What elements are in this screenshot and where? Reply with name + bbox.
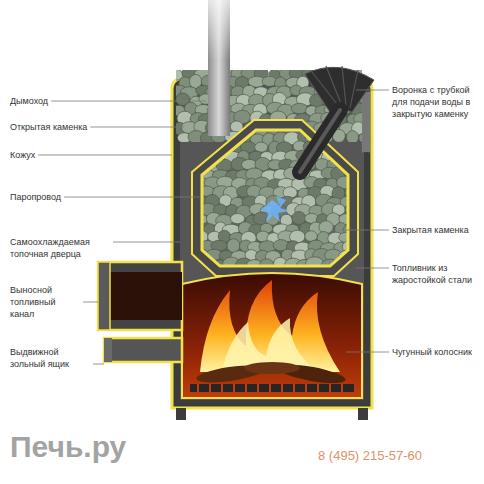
leader-line xyxy=(83,302,98,303)
funnel-tube-shine xyxy=(300,110,340,172)
stone xyxy=(208,140,223,152)
stone xyxy=(359,132,362,142)
leader-line xyxy=(356,268,389,269)
inner-wall xyxy=(180,86,364,400)
closed-chamber-border xyxy=(202,130,348,266)
leader-line xyxy=(113,242,180,243)
stone xyxy=(255,142,268,152)
leg xyxy=(358,408,368,420)
leg xyxy=(176,408,186,420)
leader-line xyxy=(90,127,184,128)
chimney xyxy=(208,0,230,136)
part-label: Воронка с трубкой для подачи воды в закр… xyxy=(392,84,478,120)
firebox xyxy=(182,273,362,398)
leader-line xyxy=(346,352,389,353)
fuel-channel xyxy=(98,262,182,330)
part-label: Закрытая каменка xyxy=(392,224,469,236)
steam-spark xyxy=(260,196,289,222)
grate xyxy=(190,384,354,392)
grate-gaps xyxy=(198,384,342,392)
stone xyxy=(337,142,352,153)
funnel-tube xyxy=(300,110,340,172)
flame xyxy=(200,280,340,372)
leader-line xyxy=(340,230,389,231)
stone xyxy=(345,131,359,142)
part-label: Чугунный колосник xyxy=(392,346,472,358)
stone xyxy=(334,151,346,162)
mesh xyxy=(362,92,370,152)
ash-drawer xyxy=(104,338,182,362)
stone xyxy=(232,123,245,137)
part-label: Выносной топливный канал xyxy=(10,284,80,320)
stone xyxy=(217,141,231,151)
funnel-ribs xyxy=(312,66,358,108)
stone xyxy=(328,141,344,155)
chimney-fade xyxy=(208,0,230,60)
part-label: Дымоход xyxy=(10,95,48,107)
part-label: Топливник из жаростойкой стали xyxy=(392,262,478,286)
stone xyxy=(194,140,208,152)
stone xyxy=(192,214,208,224)
fire-door xyxy=(98,262,110,330)
leader-line xyxy=(93,364,104,365)
fuel-channel-opening xyxy=(110,272,182,320)
casing xyxy=(172,78,372,408)
part-label: Паропровод xyxy=(10,191,61,203)
illustration-part xyxy=(192,122,363,272)
stone xyxy=(346,131,358,142)
stone xyxy=(306,257,324,270)
steam-duct xyxy=(192,120,358,276)
leader-line xyxy=(38,155,172,156)
part-label: Выдвижной зольный ящик xyxy=(10,346,90,370)
closed-chamber xyxy=(202,130,348,266)
leader-line xyxy=(64,197,200,198)
part-label: Самоохлаждаемая топочная дверца xyxy=(10,236,110,260)
stone xyxy=(200,151,216,164)
ash-drawer-front xyxy=(104,338,112,362)
phone-number: 8 (495) 215-57-60 xyxy=(318,448,422,464)
leader-line xyxy=(356,90,389,91)
log xyxy=(244,362,300,374)
stone xyxy=(345,260,360,271)
leader-line xyxy=(51,101,206,102)
stone xyxy=(344,150,360,163)
part-label: Открытая каменка xyxy=(10,121,87,133)
stone xyxy=(338,125,353,135)
logo-text: Печь.ру xyxy=(10,430,126,464)
stone xyxy=(291,103,307,114)
part-label: Кожух xyxy=(10,149,35,161)
